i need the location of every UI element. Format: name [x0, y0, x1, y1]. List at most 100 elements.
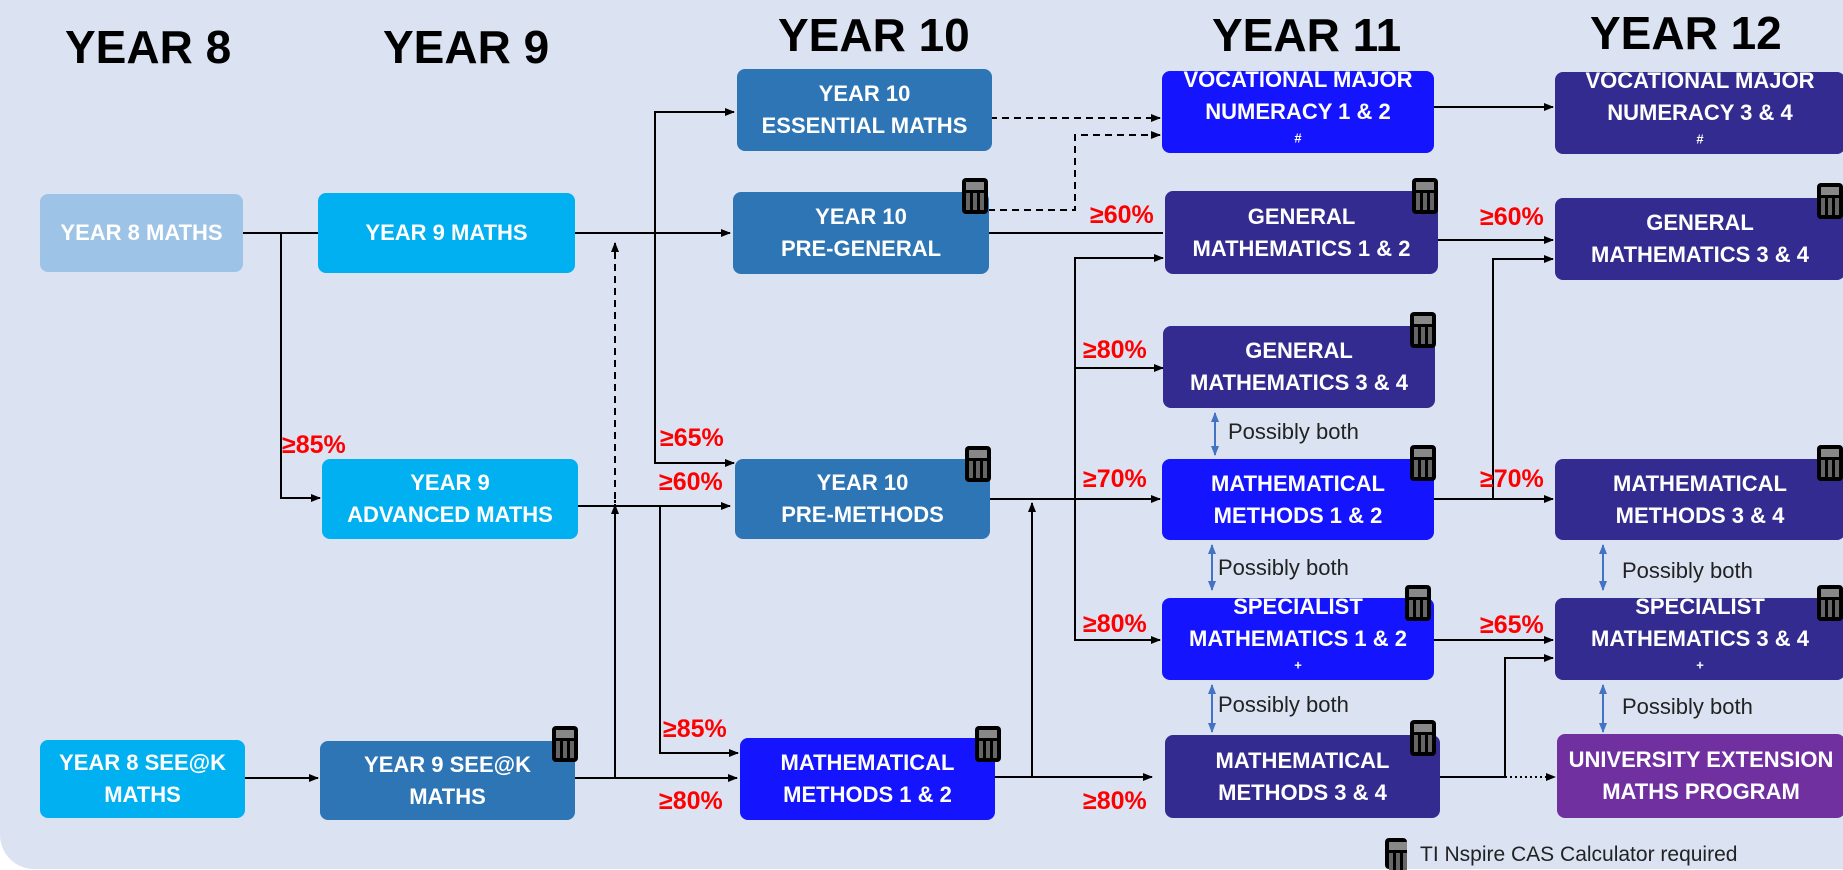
box-line: MATHEMATICAL	[780, 750, 955, 775]
box-line: GENERAL	[1247, 203, 1356, 229]
calculator-icon	[1412, 178, 1438, 214]
calculator-icon	[1817, 183, 1843, 219]
year12-header: YEAR 12	[1590, 7, 1782, 59]
threshold-label: ≥80%	[1083, 787, 1147, 815]
box-line: YEAR 9 SEE@K	[364, 751, 531, 777]
box-line: GENERAL	[1245, 338, 1353, 363]
footnote-mark: #	[1696, 131, 1704, 147]
box-line: MATHEMATICS 3 & 4 +	[1591, 623, 1809, 687]
year8-maths-box: YEAR 8 MATHS	[40, 194, 243, 272]
box-line: YEAR 9 MATHS	[365, 220, 528, 245]
year9-header: YEAR 9	[383, 21, 550, 73]
box-line: NUMERACY 3 & 4 #	[1607, 97, 1792, 161]
year9-advanced-maths-box: YEAR 9 ADVANCED MATHS	[322, 459, 578, 539]
box-line: METHODS 3 & 4	[1615, 502, 1785, 528]
threshold-label: ≥80%	[1083, 336, 1147, 364]
box-line: YEAR 10	[815, 204, 907, 229]
box-line: MATHS PROGRAM	[1602, 779, 1800, 804]
box-line: SPECIALIST	[1233, 594, 1363, 619]
box-line: MATHS	[409, 783, 486, 809]
year10-pre-general-box: YEAR 10 PRE-GENERAL	[733, 192, 989, 274]
box-line: MATHEMATICAL	[1215, 747, 1390, 773]
threshold-label: ≥70%	[1083, 465, 1147, 493]
year11-specialist-maths-12-box: SPECIALIST MATHEMATICS 1 & 2 +	[1162, 594, 1434, 680]
threshold-label: ≥60%	[659, 468, 723, 496]
possibly-both-note: Possibly both	[1622, 558, 1753, 583]
box-line: VOCATIONAL MAJOR	[1183, 67, 1413, 92]
year10-header: YEAR 10	[778, 9, 970, 61]
box-line: METHODS 1 & 2	[783, 782, 952, 807]
calculator-icon	[962, 178, 988, 214]
threshold-label: ≥60%	[1090, 201, 1154, 229]
footnote-mark: +	[1696, 657, 1704, 673]
calculator-icon	[1410, 445, 1436, 481]
year8-header: YEAR 8	[65, 21, 232, 73]
box-line: UNIVERSITY EXTENSION	[1568, 747, 1834, 772]
possibly-both-note: Possibly both	[1228, 419, 1359, 444]
box-line-text: MATHEMATICS 1 & 2	[1189, 626, 1407, 651]
box-line: YEAR 9	[410, 470, 490, 495]
calculator-icon	[975, 726, 1001, 762]
box-line: MATHS	[104, 782, 181, 807]
box-line: METHODS 3 & 4	[1218, 779, 1387, 805]
box-line: YEAR 8 MATHS	[60, 220, 223, 245]
year11-general-maths-34-box: GENERAL MATHEMATICS 3 & 4	[1163, 326, 1435, 408]
box-line: MATHEMATICS 3 & 4	[1591, 242, 1809, 267]
possibly-both-note: Possibly both	[1622, 694, 1753, 719]
box-line: MATHEMATICS 1 & 2	[1192, 235, 1411, 261]
footnote-mark: +	[1294, 657, 1302, 673]
year11-mathematical-methods-12-box: MATHEMATICAL METHODS 1 & 2	[1162, 459, 1434, 540]
year10-pre-methods-box: YEAR 10 PRE-METHODS	[735, 459, 990, 539]
threshold-label: ≥80%	[1083, 610, 1147, 638]
box-line: METHODS 1 & 2	[1213, 502, 1383, 528]
box-line-text: NUMERACY 1 & 2	[1205, 99, 1391, 124]
year12-vocational-numeracy-box: VOCATIONAL MAJOR NUMERACY 3 & 4 #	[1555, 68, 1843, 154]
box-line: MATHEMATICS 1 & 2 +	[1189, 623, 1407, 687]
box-line: ESSENTIAL MATHS	[761, 113, 968, 138]
possibly-both-note: Possibly both	[1218, 692, 1349, 717]
box-line: YEAR 8 SEE@K	[59, 750, 226, 775]
calculator-icon	[1385, 838, 1407, 870]
year12-specialist-maths-34-box: SPECIALIST MATHEMATICS 3 & 4 +	[1555, 594, 1843, 680]
calculator-icon	[965, 446, 991, 482]
year12-university-extension-box: UNIVERSITY EXTENSION MATHS PROGRAM	[1557, 734, 1843, 818]
box-line: MATHEMATICAL	[1613, 470, 1787, 496]
box-line: PRE-METHODS	[781, 502, 944, 527]
year9-maths-box: YEAR 9 MATHS	[318, 193, 575, 273]
box-line: YEAR 10	[818, 81, 911, 106]
calculator-icon	[1410, 720, 1436, 756]
possibly-both-note: Possibly both	[1218, 555, 1349, 580]
calculator-icon	[1410, 312, 1436, 348]
year11-mathematical-methods-34-box: MATHEMATICAL METHODS 3 & 4	[1165, 735, 1440, 818]
year12-mathematical-methods-34-box: MATHEMATICAL METHODS 3 & 4	[1555, 459, 1843, 540]
calculator-icon	[1817, 585, 1843, 621]
footnote-mark: #	[1294, 130, 1302, 146]
box-line-text: MATHEMATICS 3 & 4	[1591, 626, 1809, 651]
box-line: GENERAL	[1646, 210, 1754, 235]
year10-mathematical-methods-12-box: MATHEMATICAL METHODS 1 & 2	[740, 738, 995, 820]
box-line: NUMERACY 1 & 2 #	[1205, 96, 1390, 160]
calculator-icon	[552, 726, 578, 762]
box-line: YEAR 10	[816, 470, 909, 495]
threshold-label: ≥60%	[1480, 203, 1544, 231]
box-line: MATHEMATICAL	[1211, 470, 1385, 496]
threshold-label: ≥65%	[660, 424, 724, 452]
year9-seek-maths-box: YEAR 9 SEE@K MATHS	[320, 741, 575, 820]
box-line: ADVANCED MATHS	[347, 502, 553, 527]
threshold-label: ≥85%	[663, 715, 727, 743]
calculator-icon	[1405, 585, 1431, 621]
year12-general-maths-34-box: GENERAL MATHEMATICS 3 & 4	[1555, 198, 1843, 280]
year10-essential-maths-box: YEAR 10 ESSENTIAL MATHS	[737, 69, 992, 151]
box-line: SPECIALIST	[1635, 594, 1765, 619]
year11-general-maths-12-box: GENERAL MATHEMATICS 1 & 2	[1165, 191, 1438, 274]
calculator-icon	[1817, 445, 1843, 481]
year11-header: YEAR 11	[1212, 9, 1402, 61]
box-line-text: NUMERACY 3 & 4	[1607, 100, 1793, 125]
threshold-label: ≥65%	[1480, 611, 1544, 639]
year11-vocational-numeracy-box: VOCATIONAL MAJOR NUMERACY 1 & 2 #	[1162, 67, 1434, 153]
box-line: MATHEMATICS 3 & 4	[1190, 370, 1408, 395]
box-line: VOCATIONAL MAJOR	[1585, 68, 1815, 93]
threshold-label: ≥80%	[659, 787, 723, 815]
